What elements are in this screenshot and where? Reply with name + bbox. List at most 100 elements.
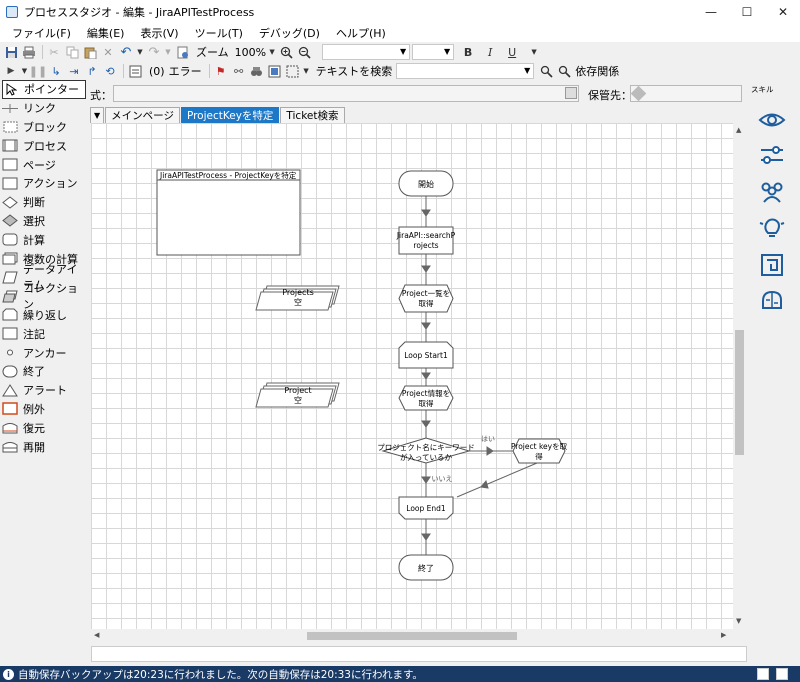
step-icon[interactable]: ↳ [51,64,61,78]
end-stage[interactable]: 終了 [398,554,454,581]
search-input[interactable]: ▼ [396,63,535,79]
palette-item-alert[interactable]: アラート [2,381,86,400]
palette-item-end[interactable]: 終了 [2,362,86,381]
vertical-scroll-thumb[interactable] [735,330,744,455]
palette-item-page[interactable]: ページ [2,155,86,174]
scroll-up-icon[interactable]: ▲ [736,126,742,134]
print-icon[interactable] [21,44,37,60]
calc-stage-get-project-info[interactable]: Project情報を 取得 [398,385,454,411]
paste-icon[interactable] [82,44,98,60]
zoom-out-icon[interactable] [296,44,312,60]
menu-view[interactable]: 表示(V) [140,27,179,40]
underline-button[interactable]: U [508,45,517,59]
palette-item-note[interactable]: 注記 [2,324,86,343]
palette-item-collection[interactable]: コレクション [2,282,86,311]
brain-skill-icon[interactable] [758,288,786,314]
palette-item-data-item[interactable]: データアイテム [2,263,86,292]
font-family-dropdown[interactable]: ▼ [322,44,411,60]
fit-view-icon[interactable] [267,63,283,79]
scroll-down-icon[interactable]: ▼ [736,617,742,625]
calc-stage-get-project-list[interactable]: Project一覧を 取得 [398,284,454,313]
tab-identify-project-key[interactable]: ProjectKeyを特定 [180,107,280,123]
palette-item-multi-calculation[interactable]: 複数の計算 [2,249,86,268]
tab-main-page[interactable]: メインページ [105,107,180,123]
pause-icon[interactable]: ❚❚ [28,64,48,78]
palette-item-exception[interactable]: 例外 [2,400,86,419]
maximize-button[interactable]: ☐ [741,5,753,19]
palette-item-anchor[interactable]: アンカー [2,343,86,362]
palette-item-block[interactable]: ブロック [2,118,86,137]
palette-item-choice[interactable]: 選択 [2,212,86,231]
page-setup-icon[interactable] [174,44,190,60]
expression-builder-icon[interactable] [565,87,577,99]
palette-item-decision[interactable]: 判断 [2,193,86,212]
font-size-dropdown[interactable]: ▼ [412,44,455,60]
process-canvas[interactable]: JiraAPITestProcess - ProjectKeyを特定 Proje… [91,123,733,629]
people-skill-icon[interactable] [758,178,786,204]
process-info-box[interactable]: JiraAPITestProcess - ProjectKeyを特定 [156,169,301,256]
error-count[interactable]: (0) [149,64,165,78]
step-over-icon[interactable]: ⇥ [69,64,79,78]
redo-icon[interactable]: ↷ [148,44,160,60]
menu-help[interactable]: ヘルプ(H) [335,27,386,40]
start-stage[interactable]: 開始 [398,170,454,197]
delete-icon[interactable]: ✕ [103,45,113,59]
close-button[interactable]: ✕ [777,5,789,19]
run-dropdown-icon[interactable]: ▼ [21,67,28,75]
store-in-field[interactable] [630,85,742,102]
binoculars-icon[interactable] [249,63,265,79]
eye-skill-icon[interactable] [758,107,786,133]
find-icon[interactable] [538,63,554,79]
dependency-icon[interactable] [556,63,572,79]
collection-project[interactable]: Project 空 [255,382,340,408]
maze-skill-icon[interactable] [758,252,786,278]
cut-icon[interactable]: ✂ [49,45,59,59]
undo-icon[interactable]: ↶ [120,44,132,60]
tab-list-dropdown-icon[interactable]: ▼ [90,107,105,123]
lightbulb-skill-icon[interactable] [758,215,786,241]
undo-dropdown-icon[interactable]: ▼ [137,48,143,56]
menu-file[interactable]: ファイル(F) [12,27,71,40]
loop-start-stage[interactable]: Loop Start1 [398,341,454,369]
italic-button[interactable]: I [487,45,493,59]
minimize-button[interactable]: — [705,5,717,19]
calc-stage-get-project-key[interactable]: Project keyを取 得 [511,438,568,464]
vertical-scrollbar[interactable]: ▲ ▼ [733,123,746,629]
palette-item-recover[interactable]: 復元 [2,418,86,437]
expression-field[interactable] [113,85,579,102]
zoom-dropdown-icon[interactable]: ▼ [269,48,275,56]
link-chain-icon[interactable]: ⚯ [233,64,244,78]
horizontal-scroll-thumb[interactable] [307,632,517,640]
validate-icon[interactable] [127,63,143,79]
redo-dropdown-icon[interactable]: ▼ [165,48,171,56]
step-out-icon[interactable]: ↱ [87,64,97,78]
slider-skill-icon[interactable] [758,142,786,168]
status-icon-left[interactable] [757,668,769,680]
palette-item-pointer[interactable]: ポインター [2,80,86,99]
collection-projects[interactable]: Projects 空 [255,285,340,311]
menu-tools[interactable]: ツール(T) [194,27,243,40]
scroll-left-icon[interactable]: ◀ [94,631,100,639]
palette-item-calculation[interactable]: 計算 [2,230,86,249]
horizontal-scrollbar[interactable]: ◀ ▶ [91,629,733,643]
save-icon[interactable] [3,44,19,60]
palette-item-resume[interactable]: 再開 [2,437,86,456]
zoom-in-icon[interactable] [278,44,294,60]
palette-item-action[interactable]: アクション [2,174,86,193]
status-icon-right[interactable] [776,668,788,680]
breakpoint-flag-icon[interactable]: ⚑ [215,64,226,78]
palette-item-process[interactable]: プロセス [2,136,86,155]
reset-icon[interactable]: ⟲ [105,64,115,78]
grid-select-icon[interactable] [285,63,301,79]
palette-item-link[interactable]: リンク [2,99,86,118]
dependency-label[interactable]: 依存関係 [575,65,620,78]
error-label[interactable]: エラー [168,65,202,78]
zoom-value[interactable]: 100% [234,45,267,59]
bold-button[interactable]: B [463,45,473,59]
menu-debug[interactable]: デバッグ(D) [258,27,320,40]
action-stage-search-projects[interactable]: JiraAPI::searchP rojects [396,226,456,255]
tab-ticket-search[interactable]: Ticket検索 [280,107,345,123]
run-icon[interactable]: ▶ [7,66,15,76]
palette-item-loop[interactable]: 繰り返し [2,306,86,325]
grid-dropdown-icon[interactable]: ▼ [303,67,309,75]
